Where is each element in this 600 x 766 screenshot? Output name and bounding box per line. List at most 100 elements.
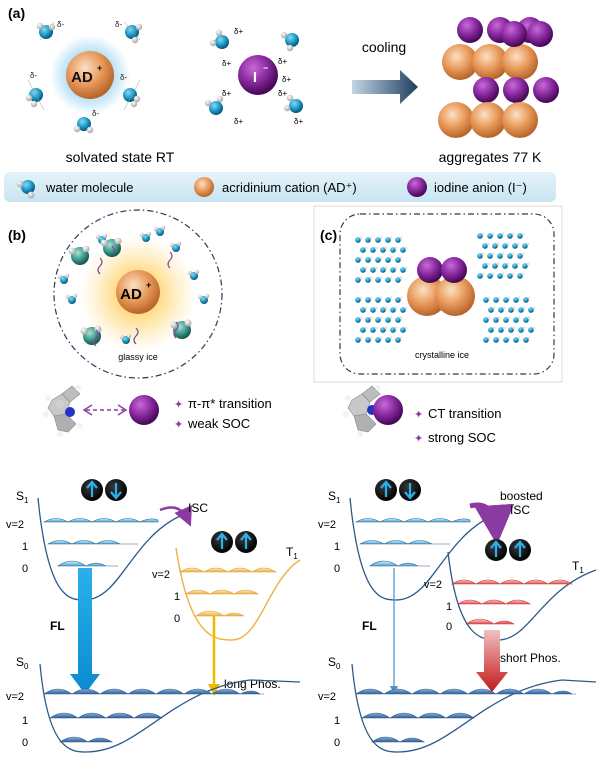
lattice-water-23 xyxy=(385,276,393,283)
lattice-water-17 xyxy=(380,266,388,273)
lattice-water-83 xyxy=(518,306,526,313)
anion-charge: − xyxy=(263,63,268,73)
triplet-spins-c xyxy=(485,539,531,561)
agg-cation-top-2 xyxy=(502,44,538,80)
lattice-water-15 xyxy=(360,266,368,273)
v2-label-b2: v=2 xyxy=(152,569,170,581)
lattice-water-22 xyxy=(375,276,383,283)
legend-anion-icon xyxy=(407,177,427,197)
lattice-water-48 xyxy=(507,272,515,279)
lattice-water-87 xyxy=(503,316,511,323)
lattice-water-6 xyxy=(370,246,378,253)
v2-label-c3: v=2 xyxy=(318,691,336,703)
separated-anion xyxy=(129,395,159,425)
lattice-water-5 xyxy=(360,246,368,253)
lattice-water-51 xyxy=(365,296,373,303)
glassy-ice-boundary xyxy=(53,209,223,379)
iodine-anion xyxy=(238,55,278,95)
lattice-water-77 xyxy=(503,296,511,303)
crystalline-water-lattice xyxy=(355,232,536,343)
isc-label-c1: boosted xyxy=(500,489,543,503)
delta-plus-2: δ+ xyxy=(278,57,287,66)
delta-plus-6: δ+ xyxy=(282,75,291,84)
lattice-water-73 xyxy=(385,336,393,343)
v1-label-c3: 1 xyxy=(334,715,340,727)
lattice-water-88 xyxy=(513,316,521,323)
lattice-water-49 xyxy=(517,272,525,279)
boosted-isc-arrow-c xyxy=(469,502,515,545)
glassy-water-0 xyxy=(68,245,90,265)
v0-label-c2: 0 xyxy=(446,621,452,633)
lattice-water-52 xyxy=(375,296,383,303)
t1-label-b: T1 xyxy=(286,545,298,561)
lattice-water-94 xyxy=(528,326,536,333)
lattice-water-4 xyxy=(395,236,403,243)
v1-label-b2: 1 xyxy=(174,591,180,603)
energy-diagram-b: S1 v=2 1 0 ISC T1 v=2 1 0 xyxy=(6,479,301,753)
glassy-ice-label: glassy ice xyxy=(118,352,158,362)
lattice-water-64 xyxy=(395,316,403,323)
v1-label-b1: 1 xyxy=(22,541,28,553)
v1-label-b3: 1 xyxy=(22,715,28,727)
delta-plus-1: δ+ xyxy=(222,59,231,68)
legend-water-icon xyxy=(16,180,35,199)
triplet-spins-b xyxy=(211,531,257,553)
glassy-water-4 xyxy=(187,269,200,280)
lattice-water-76 xyxy=(493,296,501,303)
glassy-water-12 xyxy=(100,237,122,257)
lattice-water-72 xyxy=(375,336,383,343)
fl-label-b: FL xyxy=(50,619,65,633)
panel-b-ice: (b) AD + glassy ice xyxy=(8,209,223,379)
water-cluster-anion: δ+ δ+ δ+ δ+ δ+ δ+ δ+ δ+ xyxy=(204,27,303,126)
lattice-water-91 xyxy=(498,326,506,333)
lattice-water-38 xyxy=(507,252,515,259)
agg-anion-0 xyxy=(457,17,483,43)
legend-cation-icon xyxy=(194,177,214,197)
v2-label-b1: v=2 xyxy=(6,519,24,531)
fl-label-c: FL xyxy=(362,619,377,633)
delta-minus-2: δ- xyxy=(115,20,122,29)
lattice-water-29 xyxy=(517,232,525,239)
t1-levels-b xyxy=(179,567,277,617)
delta-minus-5: δ- xyxy=(92,109,99,118)
agg-cation-top-1 xyxy=(472,44,508,80)
lattice-water-7 xyxy=(380,246,388,253)
lattice-water-16 xyxy=(370,266,378,273)
left-caption: solvated state RT xyxy=(66,149,175,165)
lattice-water-96 xyxy=(493,336,501,343)
sparkle-icon-3: ✦ xyxy=(414,409,423,421)
lattice-water-40 xyxy=(482,262,490,269)
lattice-water-70 xyxy=(355,336,363,343)
lattice-water-79 xyxy=(523,296,531,303)
panel-a: (a) AD + δ- δ- δ- δ- δ- I − δ+ xyxy=(8,5,559,165)
isc-label-b: ISC xyxy=(188,501,208,515)
delta-plus-7: δ+ xyxy=(234,117,243,126)
lattice-water-11 xyxy=(365,256,373,263)
agg-anion-top-extra-0 xyxy=(501,21,527,47)
glassy-cation-label: AD xyxy=(120,286,142,303)
lattice-water-75 xyxy=(483,296,491,303)
v0-label-b3: 0 xyxy=(22,737,28,749)
crystal-anion-1 xyxy=(417,257,443,283)
panel-c-label: (c) xyxy=(320,227,337,243)
s0-label-c: S0 xyxy=(328,655,341,671)
lattice-water-19 xyxy=(400,266,408,273)
lattice-water-71 xyxy=(365,336,373,343)
lattice-water-80 xyxy=(488,306,496,313)
lattice-water-41 xyxy=(492,262,500,269)
lattice-water-14 xyxy=(395,256,403,263)
lattice-water-20 xyxy=(355,276,363,283)
crystal-cation-2 xyxy=(435,276,475,316)
lattice-water-85 xyxy=(483,316,491,323)
lattice-water-66 xyxy=(370,326,378,333)
lattice-water-34 xyxy=(522,242,530,249)
delta-minus-4: δ- xyxy=(120,73,127,82)
cooling-label: cooling xyxy=(362,39,406,55)
lattice-water-42 xyxy=(502,262,510,269)
delta-plus-4: δ+ xyxy=(278,89,287,98)
panel-b-label: (b) xyxy=(8,227,26,243)
singlet-spins-b xyxy=(81,479,127,501)
v2-label-c1: v=2 xyxy=(318,519,336,531)
v0-label-b2: 0 xyxy=(174,613,180,625)
v2-label-c2: v=2 xyxy=(424,579,442,591)
